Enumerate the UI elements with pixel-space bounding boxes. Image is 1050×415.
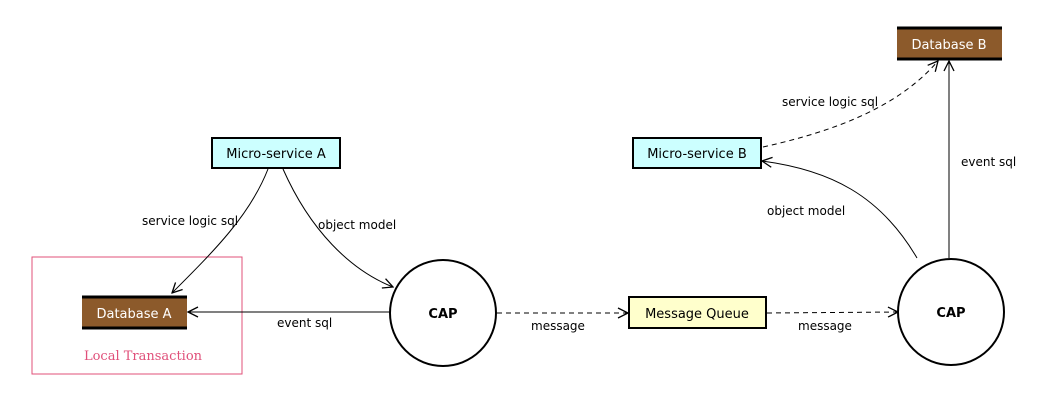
label-event-sql-a: event sql bbox=[277, 316, 332, 330]
database-b-label: Database B bbox=[911, 38, 986, 53]
database-b: Database B bbox=[897, 26, 1002, 61]
edge-object-model-a bbox=[282, 168, 393, 287]
database-a-label: Database A bbox=[96, 307, 171, 322]
label-service-logic-sql-b: service logic sql bbox=[782, 95, 878, 109]
microservice-b-box bbox=[632, 137, 762, 169]
edge-service-logic-sql-b bbox=[762, 61, 938, 148]
label-message-right: message bbox=[798, 319, 852, 333]
message-queue-box bbox=[628, 296, 767, 329]
local-transaction-label: Local Transaction bbox=[84, 349, 203, 364]
edge-service-logic-sql-a bbox=[172, 168, 269, 293]
edge-message-right bbox=[766, 312, 898, 313]
microservice-a-box bbox=[211, 137, 341, 169]
message-queue-label: Message Queue bbox=[645, 307, 749, 322]
local-transaction-boundary bbox=[31, 256, 243, 375]
label-message-left: message bbox=[531, 319, 585, 333]
label-object-model-b: object model bbox=[767, 204, 845, 218]
label-object-model-a: object model bbox=[318, 218, 396, 232]
database-b-box bbox=[897, 28, 1002, 59]
cap-right-circle bbox=[897, 258, 1005, 366]
cap-left-label: CAP bbox=[428, 307, 457, 322]
label-service-logic-sql-a: service logic sql bbox=[142, 214, 238, 228]
microservice-a-label: Micro-service A bbox=[226, 147, 326, 162]
cap-left-circle bbox=[389, 259, 497, 367]
label-event-sql-b: event sql bbox=[961, 155, 1016, 169]
cap-right-label: CAP bbox=[936, 306, 965, 321]
edge-object-model-b bbox=[762, 161, 918, 259]
database-a: Database A bbox=[82, 295, 187, 330]
microservice-b-label: Micro-service B bbox=[647, 147, 747, 162]
database-a-box bbox=[82, 297, 187, 328]
